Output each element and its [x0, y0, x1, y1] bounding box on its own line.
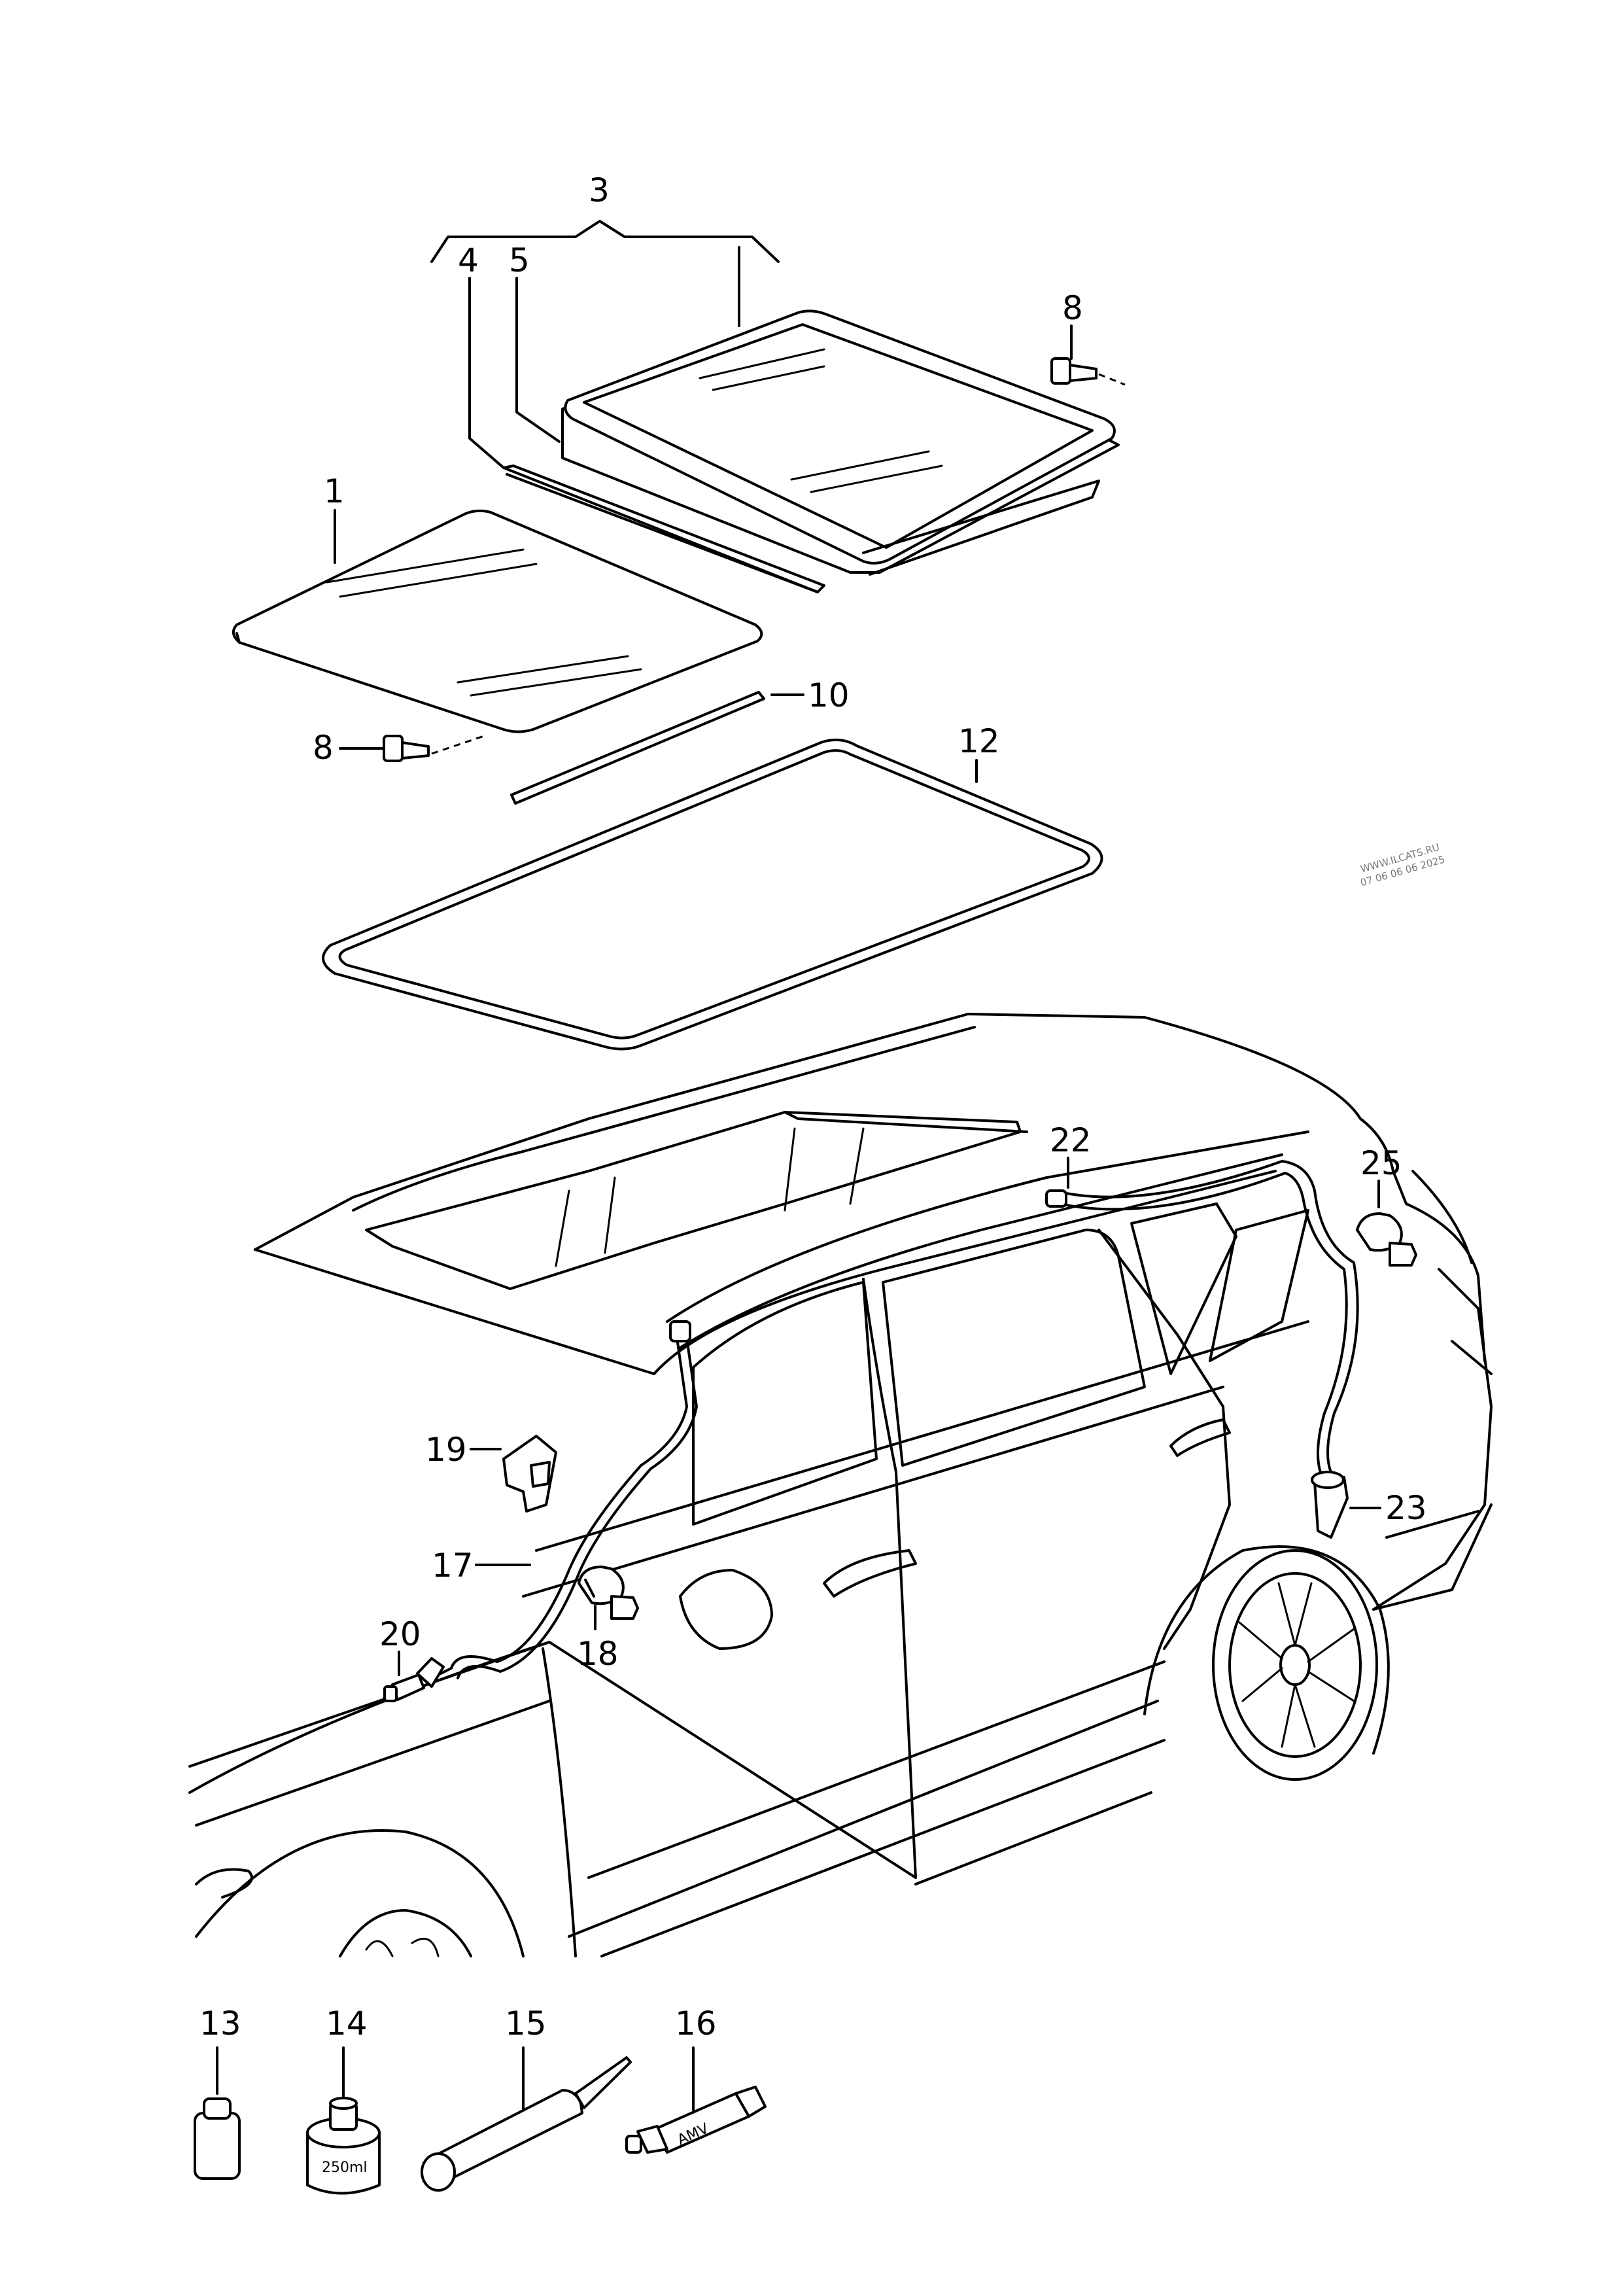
sunroof-frame-5: [561, 309, 1120, 576]
callout-17: 17: [432, 1547, 474, 1585]
can-volume-label: 250ml: [322, 2160, 368, 2176]
bottle-13: [194, 2046, 241, 2180]
callout-19: 19: [425, 1431, 467, 1469]
bracket-19: [502, 1435, 557, 1513]
callout-3: 3: [589, 171, 610, 209]
callout-12: 12: [958, 722, 1000, 760]
callout-20: 20: [379, 1615, 421, 1653]
callout-5: 5: [509, 241, 530, 279]
can-14: [306, 2046, 381, 2195]
callout-23: 23: [1385, 1489, 1427, 1527]
callout-8-left: 8: [313, 729, 334, 767]
callout-4: 4: [458, 241, 479, 279]
leader-4: [468, 277, 505, 469]
drain-hose-17: [437, 1320, 698, 1679]
callout-16: 16: [675, 2005, 717, 2042]
tube-16: [625, 2046, 767, 2154]
nozzle-20: [383, 1657, 445, 1702]
callout-1: 1: [324, 472, 345, 510]
callout-25: 25: [1360, 1144, 1402, 1182]
bolt-8-top: [1050, 324, 1126, 386]
bolt-8-left: [339, 735, 485, 762]
callout-10: 10: [808, 676, 850, 714]
callout-13: 13: [199, 2005, 241, 2042]
cartridge-15: [421, 2046, 632, 2192]
callout-22: 22: [1050, 1121, 1092, 1159]
glass-panel-1: [232, 509, 763, 733]
clip-25: [1356, 1212, 1417, 1267]
callout-8-top: 8: [1062, 289, 1083, 327]
car-body: [188, 1013, 1493, 1957]
bracket-3: [430, 220, 780, 327]
strip-10: [510, 691, 765, 805]
seal-strip-4: [502, 464, 825, 593]
end-cap-23: [1311, 1471, 1349, 1539]
callout-15: 15: [505, 2005, 547, 2042]
callout-14: 14: [326, 2005, 368, 2042]
callout-18: 18: [577, 1635, 619, 1673]
clip-18: [578, 1566, 639, 1620]
drain-hose-22: [1045, 1160, 1359, 1483]
seal-ring-12: [322, 739, 1103, 1051]
leader-5: [515, 277, 561, 443]
